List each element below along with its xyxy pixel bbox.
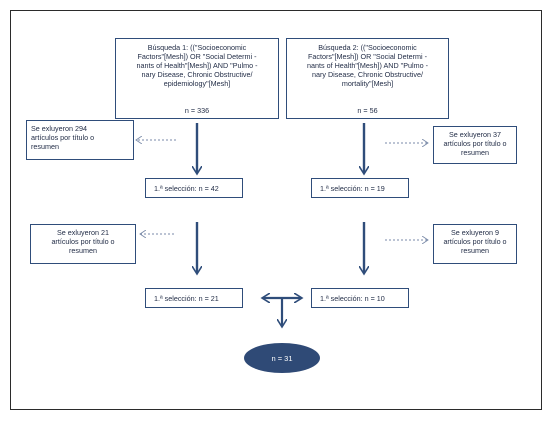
search-1-count: n = 336 (184, 106, 210, 115)
selection-box-right-2: 1.ª selección: n = 10 (311, 288, 409, 308)
exclusion-box-left-2: Se exluyeron 21 artículos por título o r… (30, 224, 136, 264)
search-2-count: n = 56 (357, 106, 378, 115)
exclusion-box-left-1: Se exluyeron 294 artículos por título o … (26, 120, 134, 160)
search-1-query: Búsqueda 1: (("Socioeconomic Factors"[Me… (136, 43, 258, 88)
exclusion-box-right-1: Se exluyeron 37 artículos por título o r… (433, 126, 517, 164)
selection-box-right-1: 1.ª selección: n = 19 (311, 178, 409, 198)
selection-right-1-label: 1.ª selección: n = 19 (320, 183, 385, 193)
search-2-query: Búsqueda 2: (("Socioeconomic Factors"[Me… (307, 43, 428, 88)
selection-left-2-label: 1.ª selección: n = 21 (154, 293, 219, 303)
selection-right-2-label: 1.ª selección: n = 10 (320, 293, 385, 303)
figure-frame (10, 10, 542, 410)
selection-box-left-2: 1.ª selección: n = 21 (145, 288, 243, 308)
search-2-box: Búsqueda 2: (("Socioeconomic Factors"[Me… (286, 38, 449, 119)
search-1-box: Búsqueda 1: (("Socioeconomic Factors"[Me… (115, 38, 279, 119)
final-total-label: n = 31 (271, 353, 293, 363)
final-total-ellipse: n = 31 (244, 343, 320, 373)
selection-box-left-1: 1.ª selección: n = 42 (145, 178, 243, 198)
selection-left-1-label: 1.ª selección: n = 42 (154, 183, 219, 193)
exclusion-box-right-2: Se exluyeron 9 artículos por título o re… (433, 224, 517, 264)
